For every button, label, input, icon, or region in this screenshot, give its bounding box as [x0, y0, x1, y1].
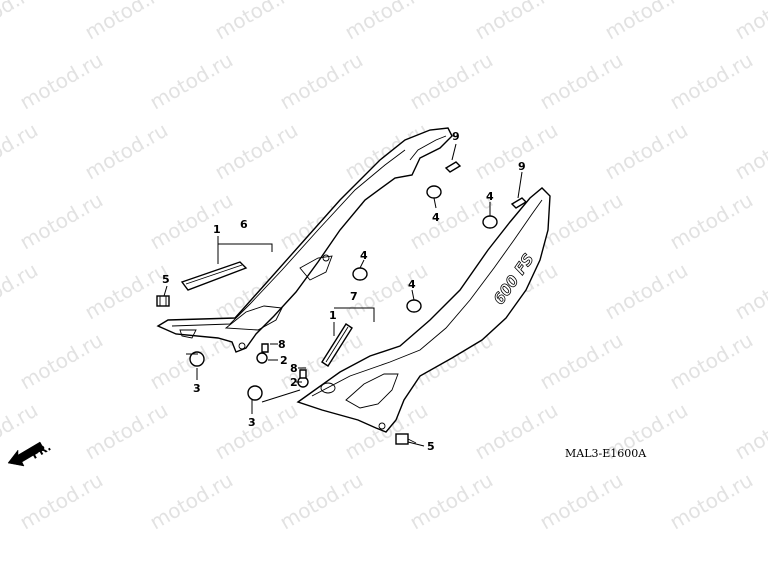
watermark-text: motod.ru	[211, 0, 302, 44]
watermark-text: motod.ru	[211, 118, 302, 185]
watermark-text: motod.ru	[276, 48, 367, 115]
watermark-text: motod.ru	[666, 328, 757, 395]
callout-8b: 8	[290, 362, 298, 375]
clip-a	[261, 343, 269, 353]
watermark-text: motod.ru	[471, 0, 562, 44]
callout-5a: 5	[162, 273, 170, 286]
mounting-parts	[156, 161, 528, 445]
watermark-text: motod.ru	[406, 468, 497, 535]
watermark-text: motod.ru	[731, 258, 768, 325]
callout-9b: 9	[518, 160, 526, 173]
watermark-text: motod.ru	[471, 118, 562, 185]
watermark-text: motod.ru	[601, 0, 692, 44]
grommet-d	[406, 299, 422, 313]
callout-4b: 4	[486, 190, 494, 203]
watermark-text: motod.ru	[536, 328, 627, 395]
watermark-text: motod.ru	[731, 118, 768, 185]
front-direction-indicator: FR.	[7, 440, 53, 467]
watermark-text: motod.ru	[81, 0, 172, 44]
callout-8a: 8	[278, 338, 286, 351]
bolt-a	[156, 295, 170, 307]
grommet-a	[426, 185, 442, 199]
watermark-text: motod.ru	[276, 468, 367, 535]
watermark-text: motod.ru	[731, 398, 768, 465]
callout-1a: 1	[213, 223, 221, 236]
watermark-text: motod.ru	[81, 258, 172, 325]
rubber-b	[247, 385, 263, 401]
watermark-text: motod.ru	[146, 468, 237, 535]
callout-4d: 4	[408, 278, 416, 291]
callout-5b: 5	[427, 440, 435, 453]
left-side-cover	[156, 127, 453, 353]
bolt-b	[395, 433, 417, 445]
watermark-text: motod.ru	[211, 398, 302, 465]
front-arrow-icon	[7, 441, 45, 467]
watermark-text: motod.ru	[536, 468, 627, 535]
callout-4a: 4	[432, 211, 440, 224]
watermark-text: motod.ru	[81, 118, 172, 185]
watermark-text: motod.ru	[81, 398, 172, 465]
callout-4c: 4	[360, 249, 368, 262]
watermark-text: motod.ru	[666, 188, 757, 255]
watermark-text: motod.ru	[16, 328, 107, 395]
watermark-text: motod.ru	[666, 48, 757, 115]
watermark-text: motod.ru	[536, 48, 627, 115]
watermark-text: motod.ru	[471, 398, 562, 465]
callout-labels: 9 9 4 4 4 4 6 1 5 7 1 8 2 8 2 3 3 5	[162, 130, 526, 453]
watermark-text: motod.ru	[341, 0, 432, 44]
watermark-text: motod.ru	[601, 118, 692, 185]
watermark-text: motod.ru	[666, 468, 757, 535]
watermark-text: motod.ru	[601, 258, 692, 325]
clip-b	[299, 369, 307, 379]
grommet-b	[482, 215, 498, 229]
screw-a	[444, 161, 462, 173]
callout-3b: 3	[248, 416, 256, 429]
screw-b	[510, 197, 528, 209]
pad-upper	[180, 261, 248, 291]
front-label: FR.	[29, 440, 53, 461]
callout-2a: 2	[280, 354, 288, 367]
leader-lines	[163, 143, 523, 447]
callout-1b: 1	[329, 309, 337, 322]
watermark-text: motod.ru	[0, 118, 42, 185]
callout-9a: 9	[452, 130, 460, 143]
collar-a	[256, 352, 268, 364]
watermark-text: motod.ru	[406, 48, 497, 115]
watermark-text: motod.ru	[0, 258, 42, 325]
grommet-c	[352, 267, 368, 281]
rubber-a	[189, 351, 205, 367]
watermark-text: motod.ru	[146, 48, 237, 115]
watermark-text: motod.ru	[16, 468, 107, 535]
watermark-text: motod.ru	[0, 0, 42, 44]
watermark-text: motod.ru	[16, 48, 107, 115]
callout-2b: 2	[290, 376, 298, 389]
callout-6: 6	[240, 218, 248, 231]
callout-7: 7	[350, 290, 358, 303]
drawing-code: MAL3-E1600A	[565, 447, 647, 460]
callout-3a: 3	[193, 382, 201, 395]
watermark-text: motod.ru	[16, 188, 107, 255]
watermark-text: motod.ru	[731, 0, 768, 44]
